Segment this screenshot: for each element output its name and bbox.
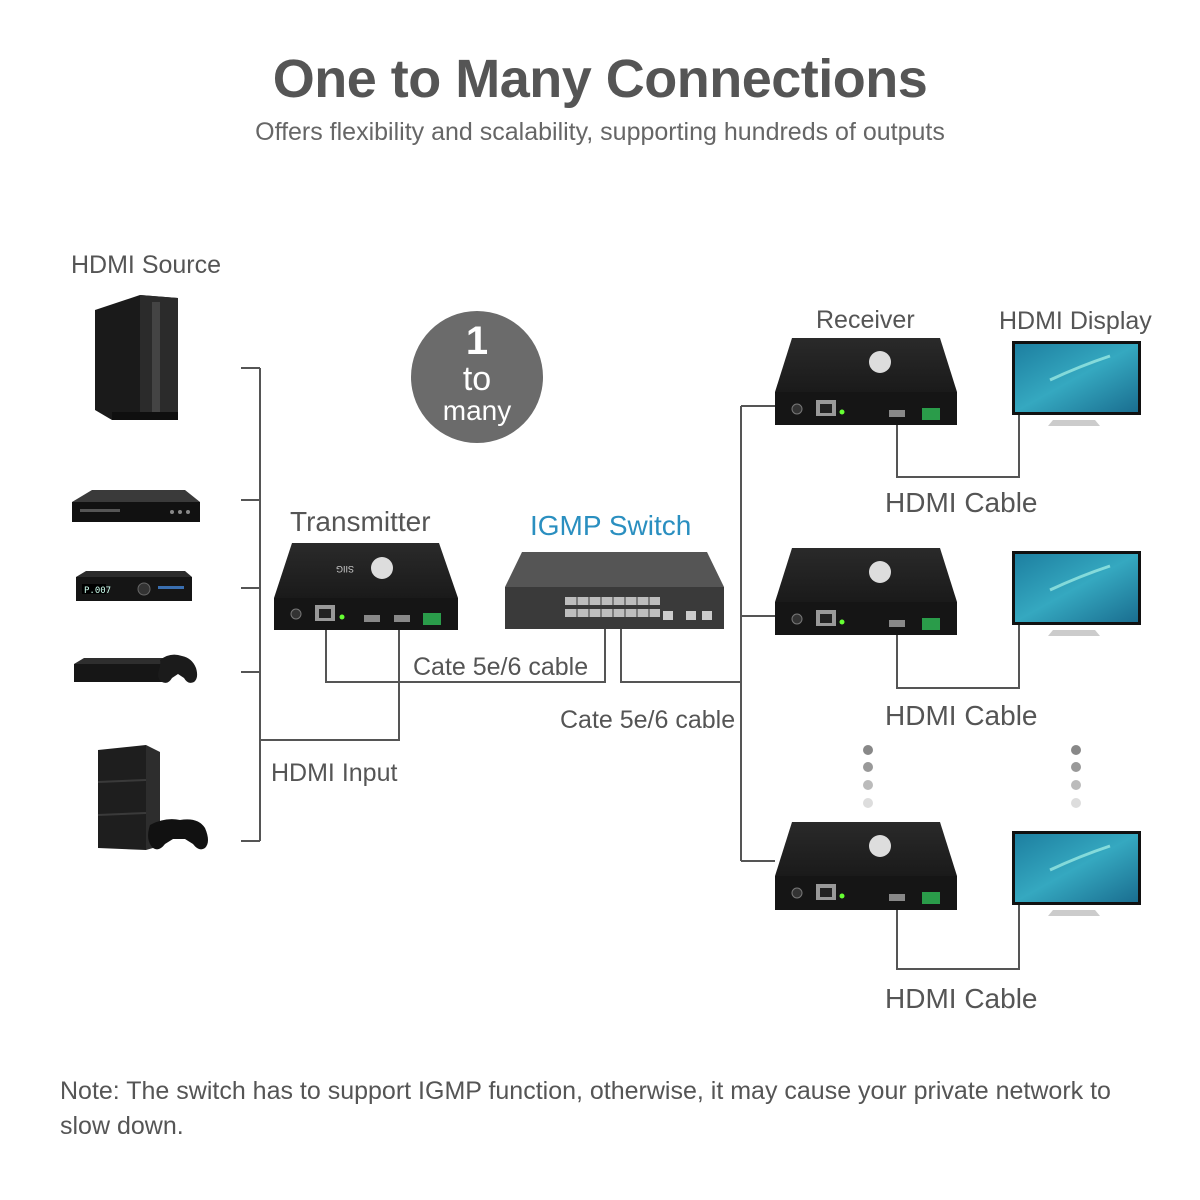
monitor-icon [1012,341,1141,426]
transmitter-label: Transmitter [290,506,431,537]
page-subtitle: Offers flexibility and scalability, supp… [255,118,945,146]
monitor-icon [1012,551,1141,636]
dvd-player-icon [72,490,200,522]
svg-text:P.007: P.007 [84,586,111,596]
badge-number: 1 [465,319,489,363]
pc-tower-icon [95,295,178,420]
hdmi-cable-label: HDMI Cable [885,700,1038,731]
badge-many: many [442,395,512,426]
hdmi-input-label: HDMI Input [271,759,398,787]
hdmi-cable-label: HDMI Cable [885,983,1038,1014]
one-to-many-badge: 1 to many [411,311,543,443]
receiver-device [775,822,957,910]
source-bracket [241,367,1020,970]
hdmi-cable-label: HDMI Cable [885,487,1038,518]
igmp-switch-device [505,552,724,629]
device-brand-text: SIIG [336,564,354,574]
receiver-device [775,338,957,425]
xbox-console-icon [74,654,198,683]
set-top-box-icon: P.007 [76,571,192,601]
badge-to: to [462,360,492,398]
monitor-icon [1012,831,1141,916]
playstation-console-icon [97,745,208,850]
page-title: One to Many Connections [272,49,928,109]
continuation-dots [863,745,1081,808]
cat-cable-label: Cate 5e/6 cable [560,706,736,734]
hdmi-display-label: HDMI Display [999,307,1152,335]
transmitter-device: SIIG [274,543,458,630]
cat-cable-label: Cate 5e/6 cable [413,653,589,681]
footnote: Note: The switch has to support IGMP fun… [60,1077,1111,1140]
igmp-switch-label: IGMP Switch [530,510,692,541]
hdmi-source-label: HDMI Source [71,251,222,279]
receiver-device [775,548,957,635]
receiver-label: Receiver [816,306,915,334]
